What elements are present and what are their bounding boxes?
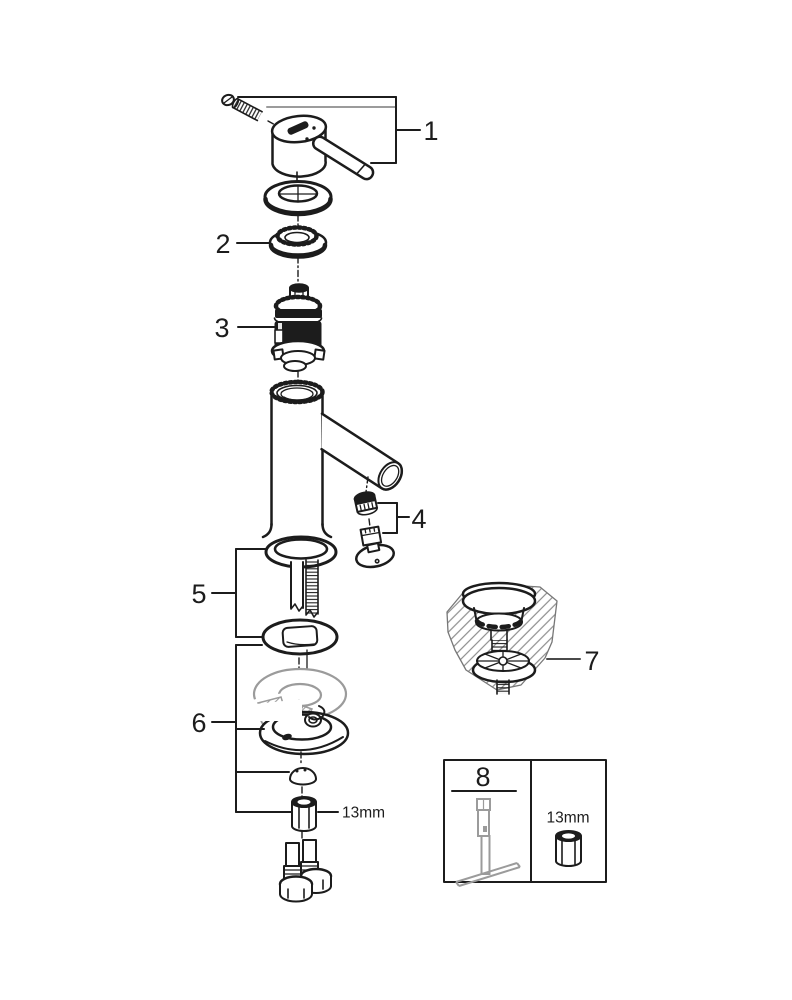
callout-5: 5 — [191, 548, 268, 638]
callout-6-label: 6 — [191, 708, 206, 738]
handle-screw — [221, 93, 278, 127]
callout-2: 2 — [215, 229, 270, 259]
callout-2-label: 2 — [215, 229, 230, 259]
aerator-parts — [353, 476, 395, 569]
callout-1: 1 — [237, 96, 439, 164]
drain-plug-assembly — [446, 581, 558, 695]
callout-7-label: 7 — [584, 646, 599, 676]
handle-cap-assembly — [270, 114, 375, 184]
faucet-spout — [320, 412, 404, 491]
faucet-body — [261, 379, 404, 539]
callout-5-label: 5 — [191, 579, 206, 609]
supply-hoses — [278, 839, 333, 903]
mounting-shank — [290, 559, 319, 618]
socket-size-label: 13mm — [546, 810, 589, 827]
callout-3-label: 3 — [214, 313, 229, 343]
escutcheon-dome-ring — [263, 180, 333, 217]
flow-straightener — [359, 525, 383, 547]
callout-nut-size: 13mm — [317, 805, 385, 822]
o-ring-seal — [264, 535, 338, 569]
socket-wrench-tool — [455, 798, 521, 887]
callout-6: 6 — [191, 644, 292, 813]
callout-1-label: 1 — [423, 116, 438, 146]
nut-size-label: 13mm — [342, 805, 385, 822]
callout-4: 4 — [377, 502, 427, 534]
cartridge — [270, 283, 326, 372]
aerator-service-key — [355, 542, 395, 569]
tool-inset-box: 8 13mm — [443, 759, 607, 887]
hex-nut — [291, 796, 317, 832]
callout-4-label: 4 — [411, 504, 426, 534]
inset-number-label: 8 — [475, 762, 490, 792]
retaining-ring — [268, 225, 328, 259]
handle-lever — [311, 135, 375, 181]
callout-7: 7 — [546, 646, 600, 676]
base-gasket — [261, 618, 339, 656]
aerator-insert — [353, 491, 379, 516]
dome-washer — [289, 767, 317, 786]
mounting-clamp — [256, 699, 350, 756]
hex-socket-bit — [555, 830, 582, 867]
callout-3: 3 — [214, 313, 277, 343]
